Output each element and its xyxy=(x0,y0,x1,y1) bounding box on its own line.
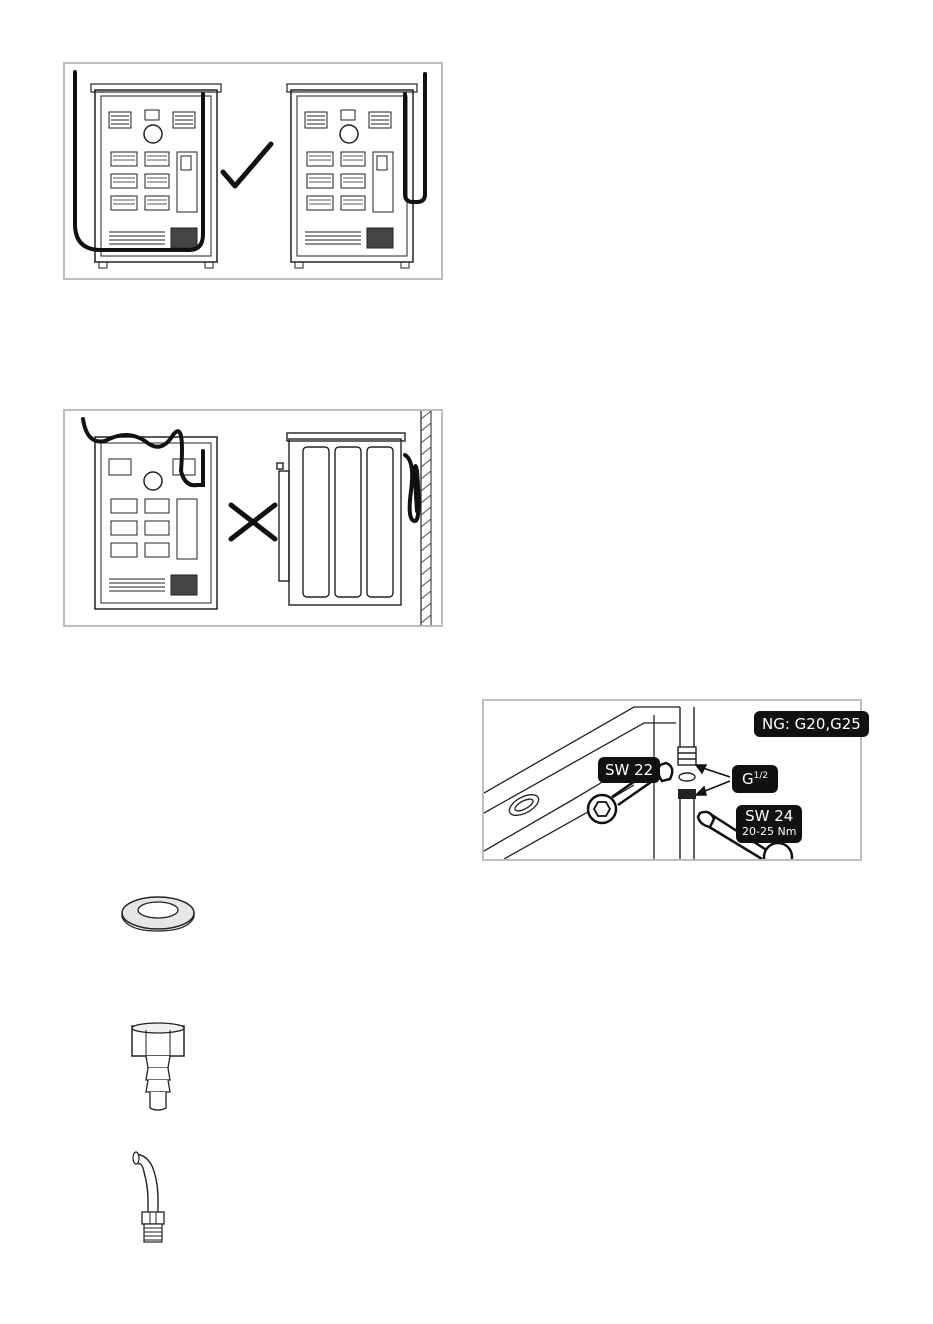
elbow-pipe-fitting-icon xyxy=(128,1150,178,1246)
thread-size-label: G1/2 xyxy=(732,765,778,793)
figure-hose-routing-wrong xyxy=(63,409,443,627)
wrench-sw22-label: SW 22 xyxy=(598,757,660,783)
sealing-washer-icon xyxy=(118,893,198,933)
cooker-rear-view-right xyxy=(287,84,417,268)
hose-nozzle-fitting-icon xyxy=(126,1022,190,1114)
figure-gas-connection: NG: G20,G25 SW 22 G1/2 SW 24 20-25 Nm xyxy=(482,699,862,861)
union-nut xyxy=(678,789,696,799)
thread-size-base: G xyxy=(742,770,754,788)
wall-hatching xyxy=(421,411,431,625)
gas-hose-correct-drop xyxy=(405,74,425,202)
gas-hose-correct-loop xyxy=(75,72,203,250)
thread-size-sup: 1/2 xyxy=(754,771,768,781)
wrench-sw24-text: SW 24 xyxy=(742,808,796,824)
torque-text: 20-25 Nm xyxy=(742,824,796,840)
gas-hose-wrong-squeezed xyxy=(405,455,419,521)
cooker-side-view xyxy=(277,433,405,605)
wrench-sw24-label: SW 24 20-25 Nm xyxy=(736,805,802,843)
thread-arrows xyxy=(696,765,730,795)
check-mark-icon xyxy=(223,144,271,186)
cross-mark-icon xyxy=(231,505,275,539)
figure-hose-routing-correct xyxy=(63,62,443,280)
gas-pipe xyxy=(678,707,696,859)
gas-type-label: NG: G20,G25 xyxy=(754,711,869,737)
cooker-rear-view xyxy=(95,437,217,609)
